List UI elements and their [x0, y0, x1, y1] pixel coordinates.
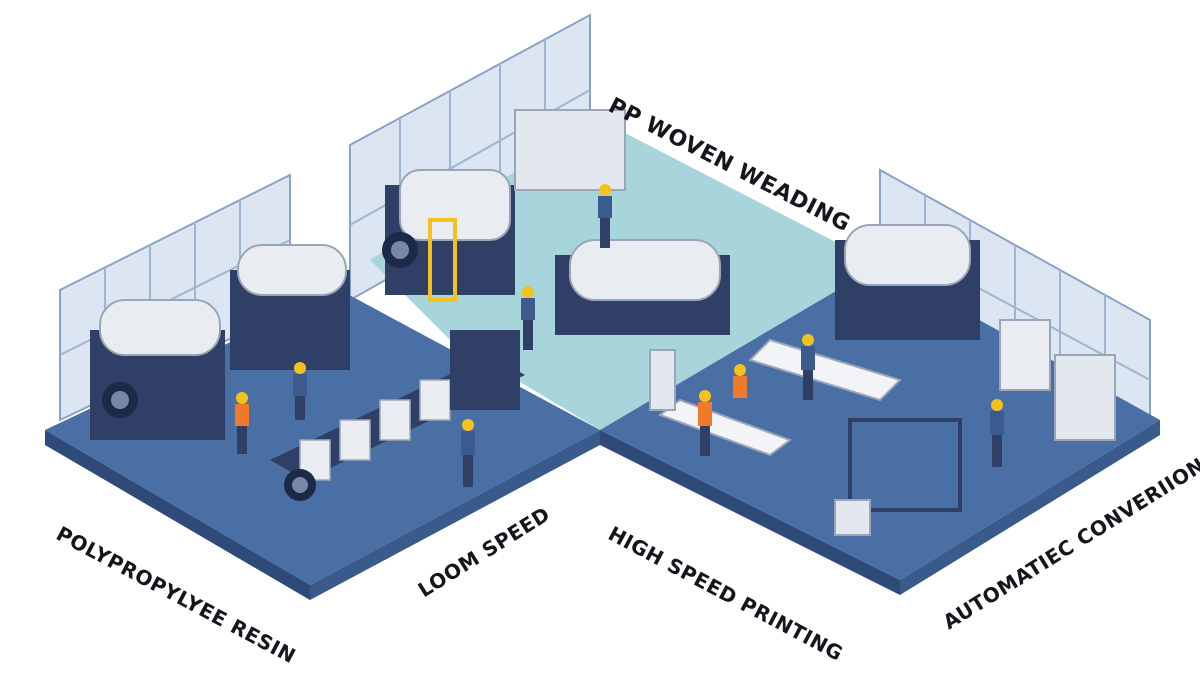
worker	[521, 286, 535, 350]
conversion-machines	[834, 224, 1116, 536]
worker	[293, 362, 307, 420]
loom-machines	[270, 330, 525, 501]
weaving-machines	[382, 109, 730, 335]
workers	[235, 184, 1004, 487]
worker	[733, 364, 747, 398]
worker	[598, 184, 612, 248]
worker	[801, 334, 815, 400]
resin-extruders	[90, 244, 350, 440]
worker	[698, 390, 712, 456]
worker	[235, 392, 249, 454]
worker	[461, 419, 475, 487]
printing-tables	[649, 338, 902, 457]
worker	[990, 399, 1004, 467]
